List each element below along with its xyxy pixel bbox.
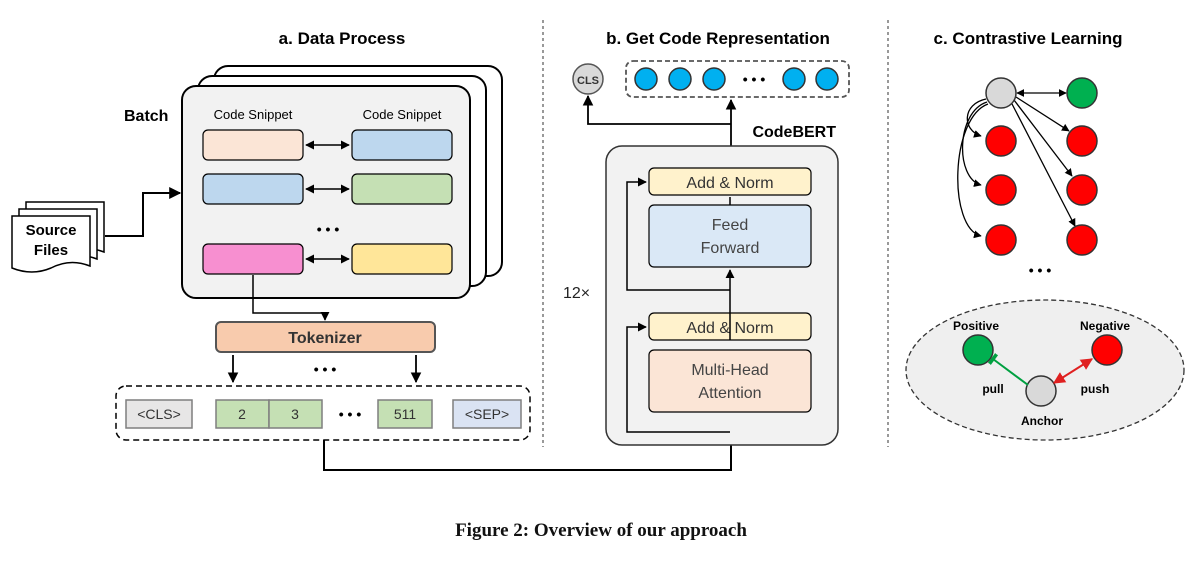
graph-edge (1013, 99, 1073, 177)
panel-c-title: c. Contrastive Learning (934, 29, 1123, 48)
tokenizer-ellipsis: • • • (314, 361, 337, 377)
layer-repeat-label: 12× (563, 285, 590, 302)
token-sep-label: <SEP> (465, 406, 509, 422)
graph-ellipsis: • • • (1029, 262, 1052, 278)
negative-node (1066, 174, 1098, 206)
code-snippet-left-label: Code Snippet (214, 107, 293, 122)
source-files-icon (11, 201, 105, 273)
token-cls (125, 399, 193, 429)
pull-edge (987, 353, 1029, 386)
residual-arrow (626, 322, 730, 433)
negative-label: Negative (1080, 319, 1130, 333)
embedding-node (782, 67, 806, 91)
snippet-ellipsis: • • • (317, 221, 340, 237)
cls-embedding-label: CLS (577, 75, 599, 87)
negative-node (985, 174, 1017, 206)
token-511-label: 511 (394, 406, 417, 422)
add-norm-top (648, 167, 812, 196)
graph-edge (1010, 101, 1076, 227)
token-ellipsis: • • • (339, 406, 362, 422)
negative-node (985, 125, 1017, 157)
batch-label: Batch (124, 108, 168, 125)
source-files-label: Source (26, 222, 77, 239)
token-2-label: 2 (238, 406, 246, 422)
token-511 (377, 399, 433, 429)
source-files-label: Files (34, 242, 68, 259)
token-3-label: 3 (291, 406, 299, 422)
feed-forward-box (648, 204, 812, 268)
snippet-left-2 (202, 173, 304, 205)
codebert-label: CodeBERT (752, 124, 836, 141)
feed-forward-label: Forward (701, 240, 760, 257)
negative-node (985, 224, 1017, 256)
embedding-node (702, 67, 726, 91)
graph-edge (1015, 96, 1070, 132)
embedding-output-container (625, 60, 850, 98)
multi-head-attention-label: Multi-Head (691, 362, 768, 379)
contrastive-graph (957, 77, 1098, 256)
negative-node (1066, 224, 1098, 256)
multi-head-attention-label: Attention (698, 385, 761, 402)
code-snippet-right-label: Code Snippet (363, 107, 442, 122)
anchor-node (985, 77, 1017, 109)
feed-forward-label: Feed (712, 217, 748, 234)
snippet-right-2 (351, 173, 453, 205)
graph-edge (966, 98, 987, 138)
graph-edge (961, 101, 988, 187)
figure-caption: Figure 2: Overview of our approach (455, 520, 747, 541)
token-3 (268, 399, 323, 429)
cls-output-arrow (582, 94, 731, 125)
token-sep (452, 399, 522, 429)
batch-to-tokenizer-arrow (252, 275, 330, 321)
panel-a-title: a. Data Process (279, 29, 406, 48)
tokenizer-label: Tokenizer (288, 330, 362, 347)
add-norm-top-label: Add & Norm (686, 175, 773, 192)
embedding-node (668, 67, 692, 91)
graph-edge (957, 103, 989, 239)
embedding-ellipsis: • • • (743, 71, 766, 87)
push-edge (1052, 358, 1094, 384)
panel-b-title: b. Get Code Representation (606, 29, 830, 48)
snippet-left-1 (202, 129, 304, 161)
tokenizer-box (215, 321, 436, 353)
legend-negative-node (1091, 334, 1123, 366)
embedding-vector (634, 67, 839, 91)
snippet-right-1 (351, 129, 453, 161)
snippet-left-3 (202, 243, 304, 275)
token-cls-label: <CLS> (137, 406, 181, 422)
positive-node (1066, 77, 1098, 109)
legend-positive-node (962, 334, 994, 366)
token-sequence-container (115, 385, 531, 441)
multi-head-attention-box (648, 349, 812, 413)
anchor-label: Anchor (1021, 414, 1063, 428)
embedding-node (815, 67, 839, 91)
source-to-batch-arrow (105, 187, 182, 237)
snippet-right-3 (351, 243, 453, 275)
legend-anchor-node (1025, 375, 1057, 407)
negative-node (1066, 125, 1098, 157)
residual-arrow (626, 177, 730, 291)
positive-label: Positive (953, 319, 999, 333)
pull-label: pull (982, 382, 1003, 396)
push-label: push (1081, 382, 1110, 396)
embedding-node (634, 67, 658, 91)
cls-embedding-node (572, 63, 604, 95)
